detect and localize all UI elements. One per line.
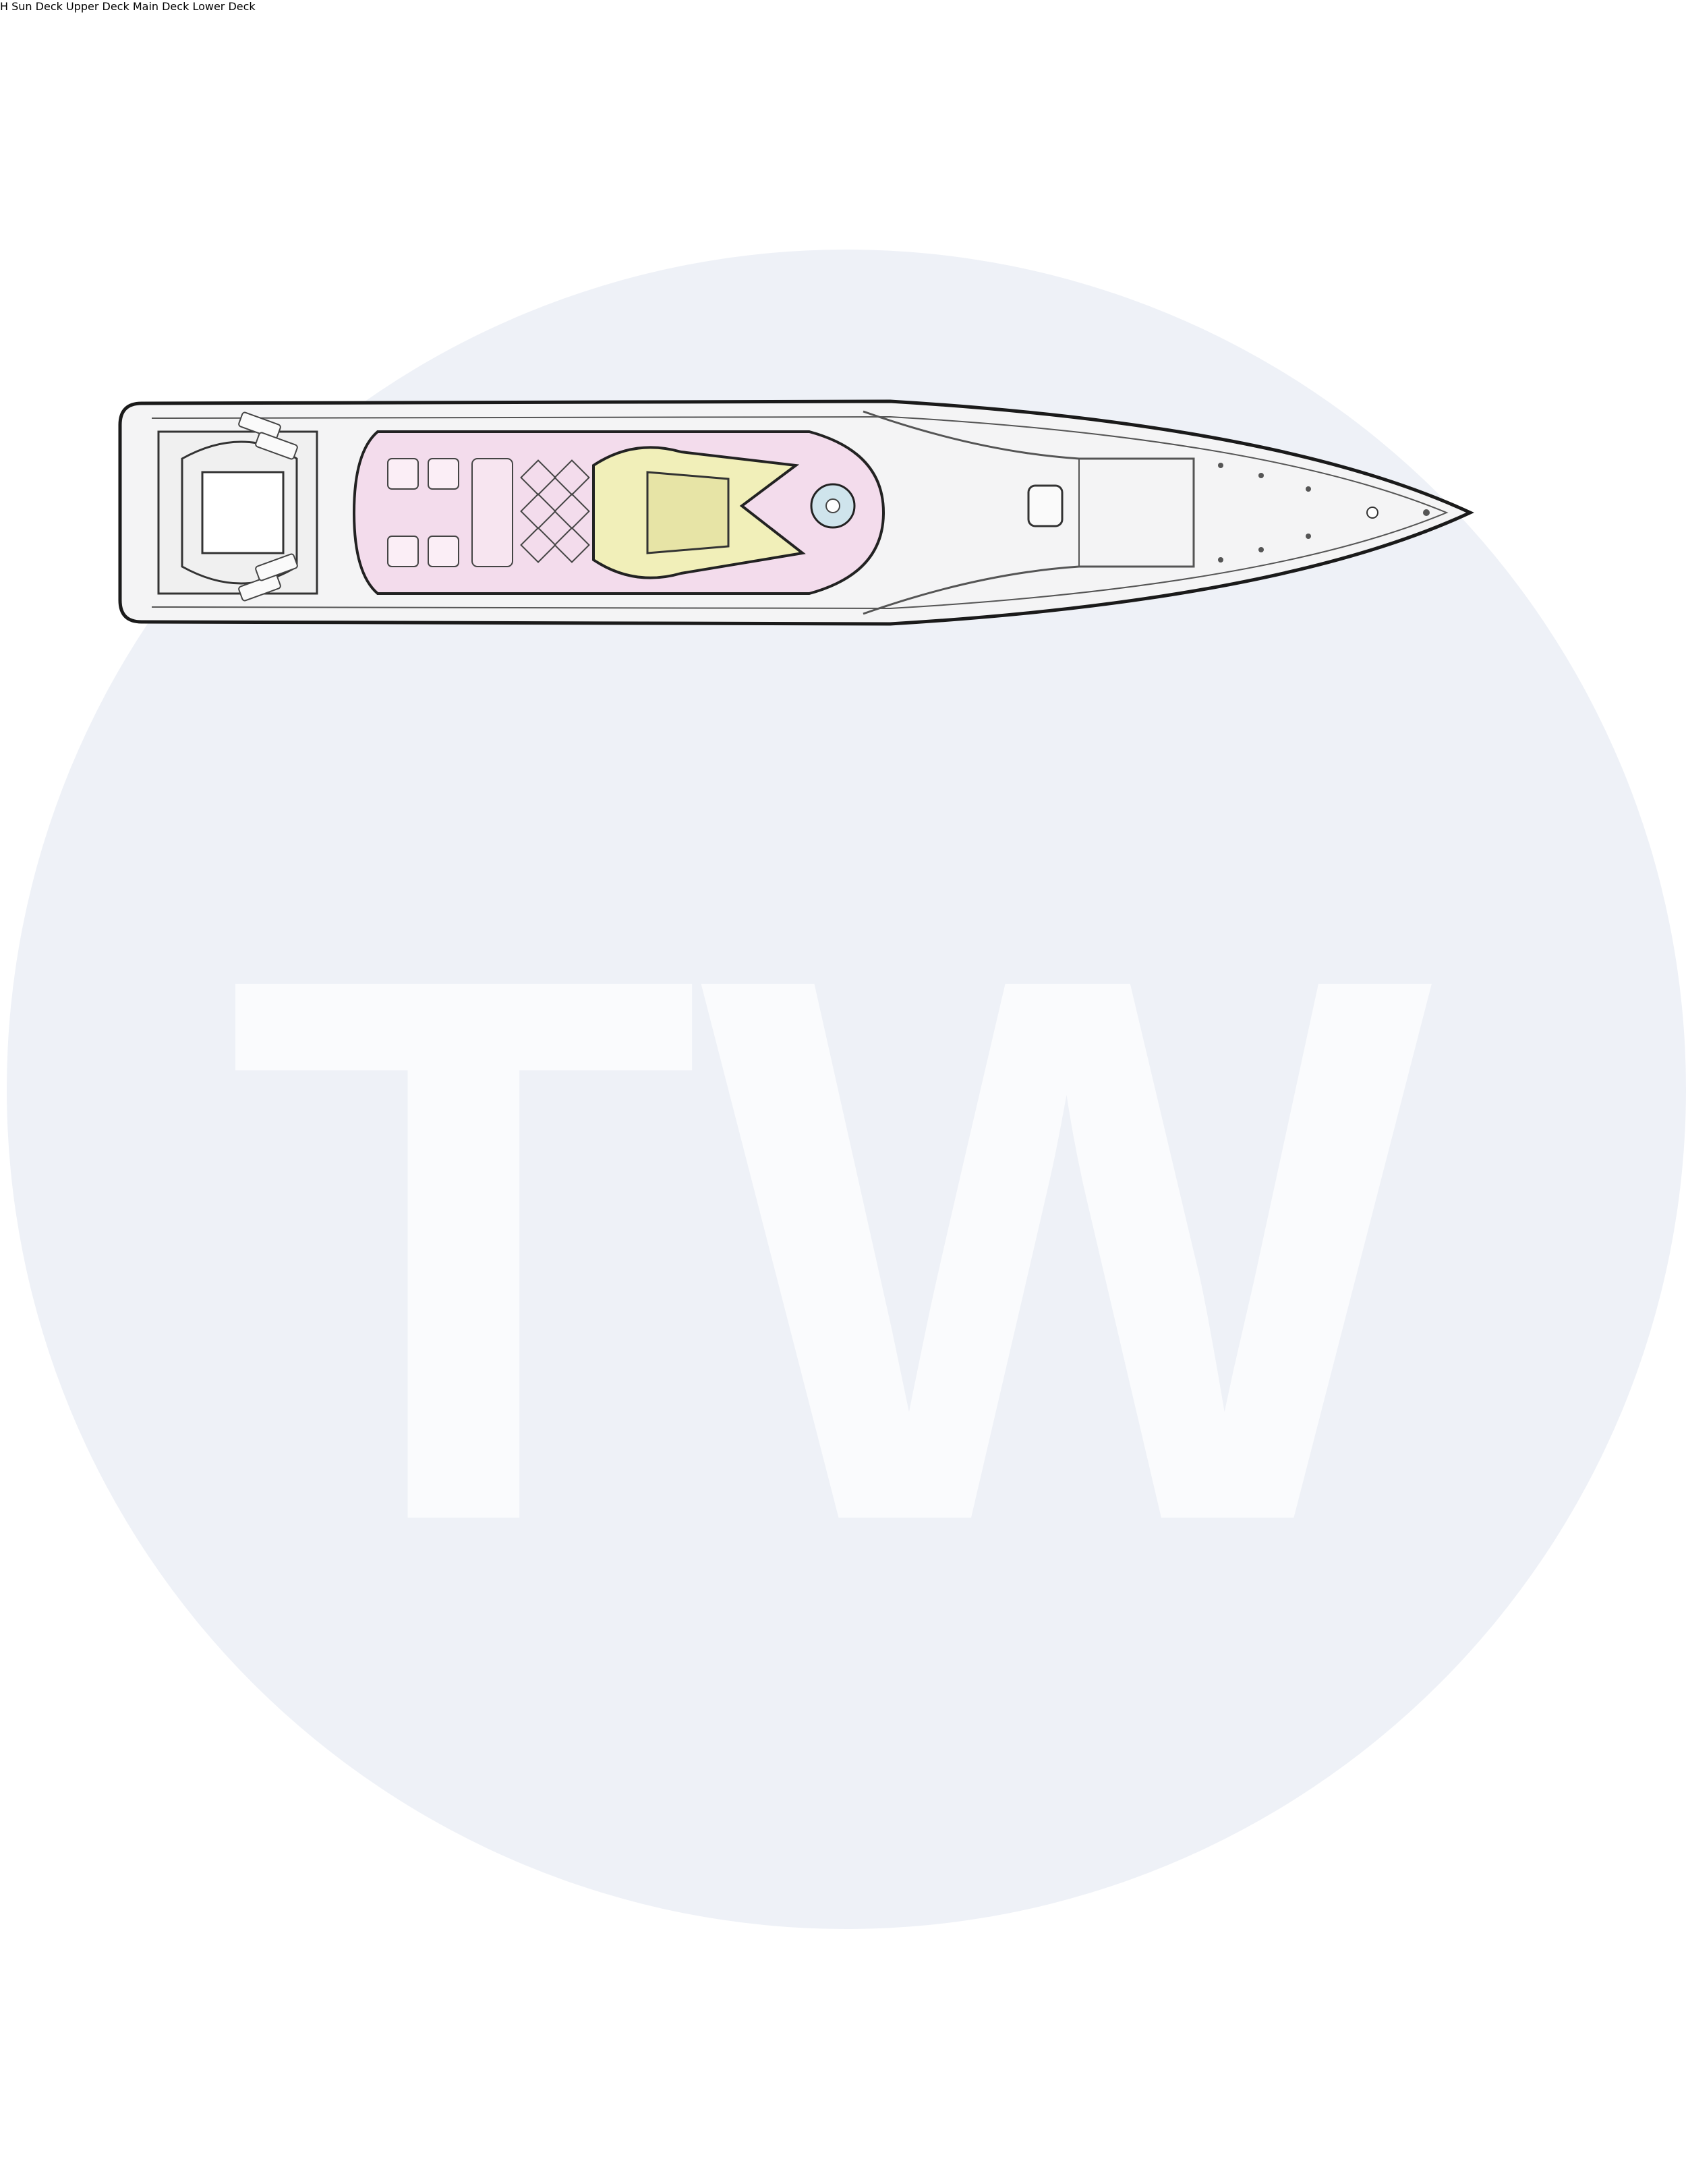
upper-deck-helipad: H: [0, 0, 11, 13]
upper-deck-foredeck: H: [0, 0, 11, 13]
deck-label-lower: Lower Deck: [192, 0, 256, 13]
sun-deck-plan: [118, 399, 1474, 626]
sun-deck-hatch: [1027, 484, 1064, 527]
sun-deck-dining-tables: [520, 459, 590, 563]
upper-deck-round-table-center: H: [0, 0, 11, 13]
sun-deck-jacuzzi-center: [825, 498, 840, 513]
deck-label-sun: Sun Deck: [11, 0, 63, 13]
sun-deck-stern-arch: [201, 471, 285, 554]
sun-deck-inner-line: [151, 415, 1449, 610]
upper-deck-inner-line: H: [0, 0, 11, 13]
deck-label-upper: Upper Deck: [65, 0, 129, 13]
upper-deck-aft-lounge: H: [0, 0, 11, 13]
sun-deck-console: [646, 471, 730, 554]
upper-deck-round-table: H: [0, 0, 11, 13]
upper-deck-windscreen: H: [0, 0, 11, 13]
deck-label-main: Main Deck: [132, 0, 190, 13]
upper-deck-salon: H: [0, 0, 11, 13]
sun-deck-loungers: [238, 411, 298, 602]
upper-deck-bridge: H: [0, 0, 11, 13]
upper-deck-stern-arch: H: [0, 0, 11, 13]
watermark-letters: TW: [227, 815, 1440, 1682]
upper-deck-helipad-marker: H: [0, 0, 9, 13]
sun-deck-bow-marker: [1366, 507, 1378, 519]
sun-deck-foredeck-lines: [863, 410, 1195, 615]
upper-deck-hull: H: [0, 0, 11, 13]
watermark: TW: [7, 250, 1686, 1929]
upper-deck-center-line: H: [0, 0, 11, 13]
upper-deck-cabin-block: H: [0, 0, 11, 13]
sun-deck-bollards: [1218, 463, 1430, 563]
watermark-circle: [7, 250, 1686, 1929]
sun-deck-sofas: [387, 458, 513, 567]
upper-deck-stern-stairs: H: [0, 0, 11, 13]
upper-deck-plan: H: [0, 0, 11, 13]
